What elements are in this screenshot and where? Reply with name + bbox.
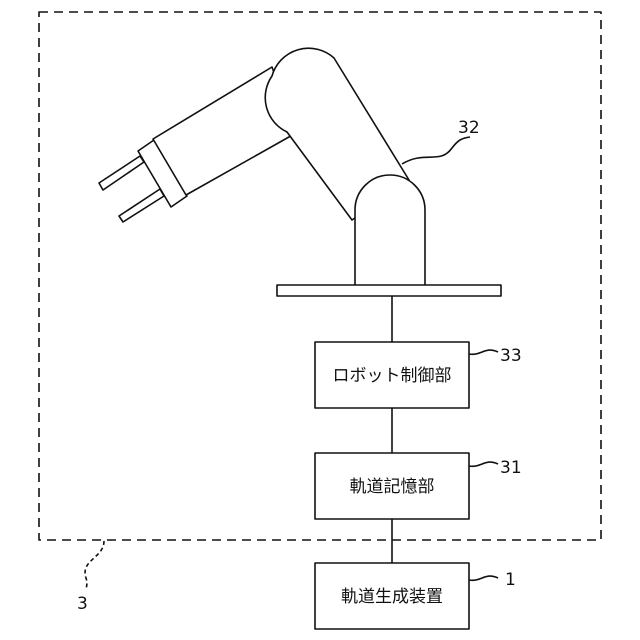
gripper-finger-lower xyxy=(119,189,164,222)
base-plate xyxy=(277,285,501,296)
leader-line-robot-control xyxy=(469,350,498,354)
ref-numeral-trajectory-storage: 31 xyxy=(500,458,522,478)
ref-numeral-trajectory-generation: 1 xyxy=(505,570,516,590)
base-column xyxy=(355,175,425,285)
ref-numeral-robot-arm: 32 xyxy=(458,118,480,138)
leader-line-robot-arm xyxy=(402,137,470,164)
ref-numeral-robot-device: 3 xyxy=(77,594,88,614)
robot-control-label: ロボット制御部 xyxy=(333,366,452,386)
trajectory-storage-label: 軌道記憶部 xyxy=(350,477,435,497)
gripper-finger-upper xyxy=(99,156,144,190)
robot-arm xyxy=(99,48,501,296)
leader-line-robot-device xyxy=(85,541,104,590)
leader-line-trajectory-storage xyxy=(469,462,498,466)
trajectory-generation-label: 軌道生成装置 xyxy=(341,587,443,607)
leader-line-trajectory-generation xyxy=(469,576,498,580)
ref-numeral-robot-control: 33 xyxy=(500,346,522,366)
